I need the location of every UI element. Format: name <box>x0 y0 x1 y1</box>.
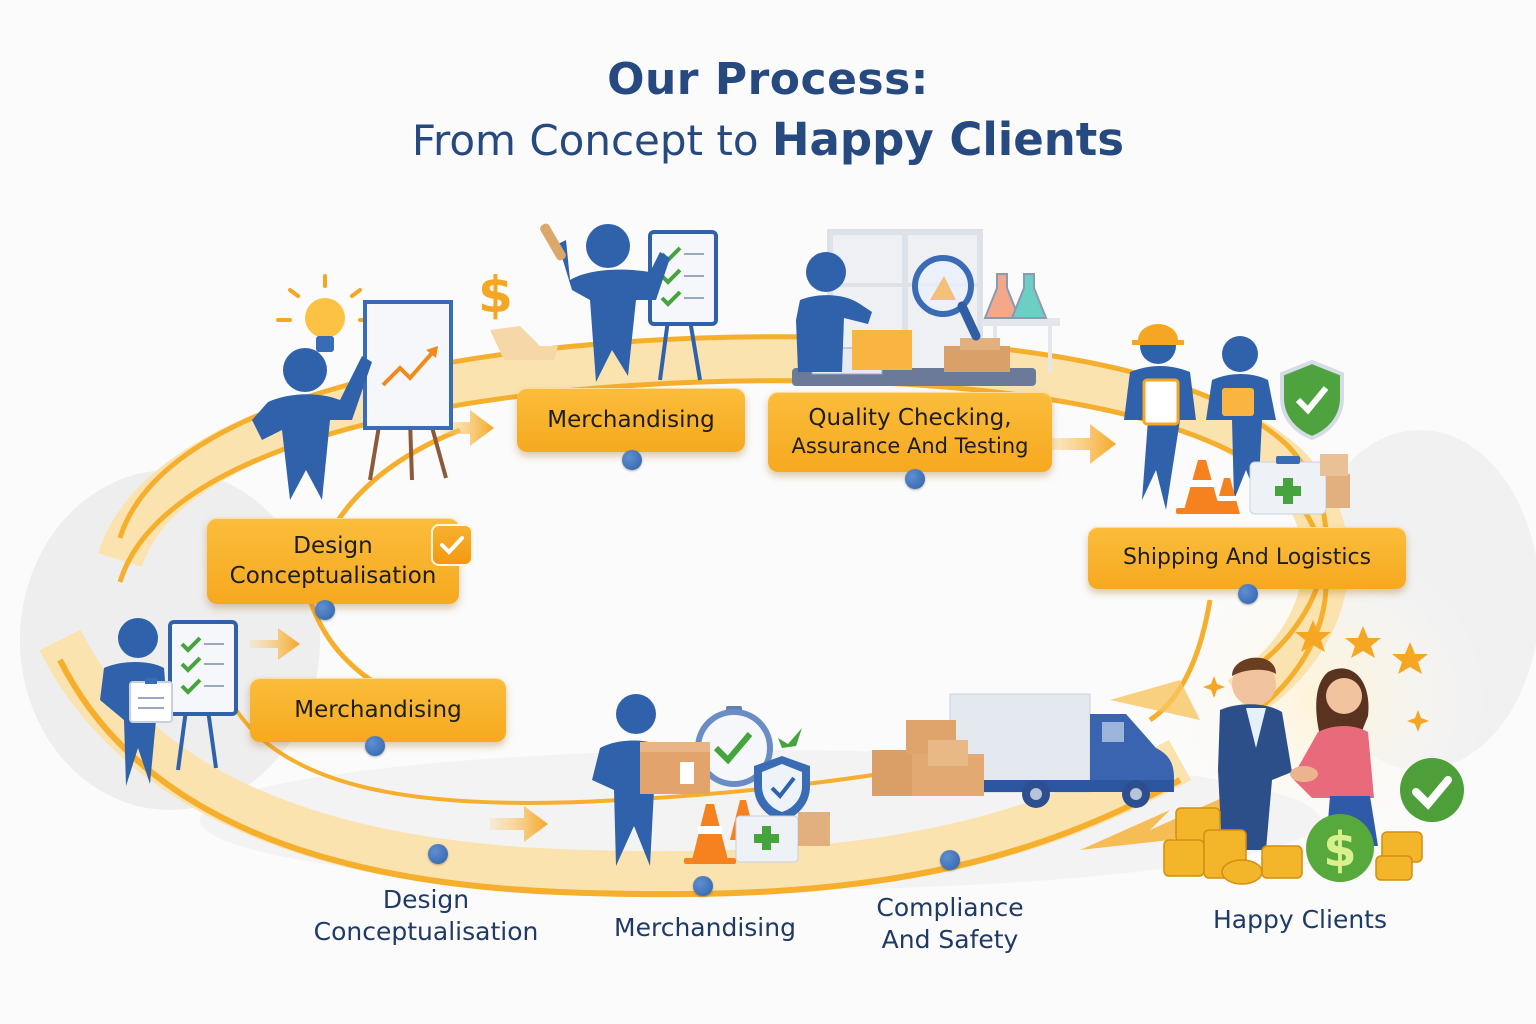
illustration-compliance <box>592 694 830 866</box>
title-line-2: From Concept to Happy Clients <box>0 108 1536 173</box>
arrow-right-icon <box>250 628 300 660</box>
caption-happy-clients: Happy Clients <box>1170 904 1430 936</box>
step-label-line: Conceptualisation <box>229 563 437 589</box>
arrow-right-icon <box>1040 424 1116 464</box>
box-icon <box>640 742 710 794</box>
step-label-line: Merchandising <box>294 697 462 723</box>
caption-line: And Safety <box>881 925 1019 954</box>
connector-dot <box>940 850 960 870</box>
illustration-logistics <box>872 693 1174 808</box>
cone-icon <box>1176 460 1240 514</box>
illustration-merchandising-left <box>100 618 238 786</box>
boxes-icon <box>811 330 1010 375</box>
illustration-merchandising-top: $ <box>478 223 718 382</box>
caption-compliance-safety: Compliance And Safety <box>850 892 1050 956</box>
first-aid-kit-icon <box>735 812 830 863</box>
lightning-arrow-icon <box>1080 790 1240 850</box>
illustration-safety-team <box>1124 324 1350 515</box>
caption-line: Design <box>382 885 470 914</box>
flask-icon <box>983 273 1048 319</box>
step-shipping-logistics: Shipping And Logistics <box>1088 527 1406 589</box>
easel-chart-icon <box>363 300 453 481</box>
connector-dot <box>1238 584 1258 604</box>
illustration-quality-lab <box>792 229 1060 386</box>
dollar-badge-icon: $ <box>1306 814 1374 882</box>
title-prefix: From Concept to <box>411 116 759 165</box>
step-label-line: Quality Checking, <box>808 405 1012 431</box>
magnifier-icon <box>912 255 981 341</box>
coins-icon <box>1163 807 1423 885</box>
stopwatch-icon <box>695 706 773 787</box>
step-design-conceptualisation: Design Conceptualisation <box>207 518 473 604</box>
stars-icon <box>1203 620 1429 732</box>
hardhat-person-icon <box>1124 324 1196 510</box>
caption-merchandising: Merchandising <box>590 912 820 944</box>
dollar-icon: $ <box>478 266 513 324</box>
arrow-right-icon <box>440 410 494 446</box>
shield-check-icon <box>1280 359 1344 441</box>
boxes-icon <box>872 720 984 796</box>
person-icon <box>252 348 372 500</box>
connector-dot <box>428 844 448 864</box>
step-label-line: Shipping And Logistics <box>1122 545 1372 570</box>
person-icon <box>540 223 670 382</box>
first-aid-kit-icon <box>1249 454 1350 515</box>
connector-dot <box>365 736 385 756</box>
step-label-line: Merchandising <box>547 407 715 433</box>
clipboard-icon <box>129 678 173 723</box>
svg-text:$: $ <box>1323 822 1356 878</box>
caption-line: Merchandising <box>614 913 796 942</box>
connector-dot <box>622 450 642 470</box>
lightbulb-icon <box>276 274 374 352</box>
step-label-line: Design <box>293 533 373 559</box>
connector-dot <box>905 469 925 489</box>
caption-line: Conceptualisation <box>313 917 539 946</box>
checklist-board-icon <box>168 620 238 771</box>
step-merchandising-left: Merchandising <box>250 678 506 742</box>
person-icon <box>796 252 872 372</box>
check-badge-icon <box>431 524 473 566</box>
connector-dot <box>693 876 713 896</box>
step-quality-checking: Quality Checking, Assurance And Testing <box>768 392 1052 472</box>
page-title: Our Process: From Concept to Happy Clien… <box>0 52 1536 173</box>
illustration-happy-clients: $ <box>1163 620 1464 885</box>
connector-dot <box>315 600 335 620</box>
illustration-ideation <box>252 274 453 500</box>
title-emphasis: Happy Clients <box>771 113 1125 166</box>
check-badge-icon <box>1400 758 1464 822</box>
caption-design-conceptualisation: Design Conceptualisation <box>296 884 556 948</box>
step-label-line: Assurance And Testing <box>791 434 1029 458</box>
caption-line: Happy Clients <box>1213 905 1387 934</box>
shield-check-icon <box>754 756 810 822</box>
title-line-1: Our Process: <box>607 54 929 105</box>
arrow-right-icon <box>1110 680 1200 720</box>
arrow-right-icon <box>490 806 548 842</box>
caption-line: Compliance <box>876 893 1024 922</box>
direction-arrows <box>250 410 1240 850</box>
step-merchandising-top: Merchandising <box>517 388 745 452</box>
check-icon <box>778 728 802 748</box>
